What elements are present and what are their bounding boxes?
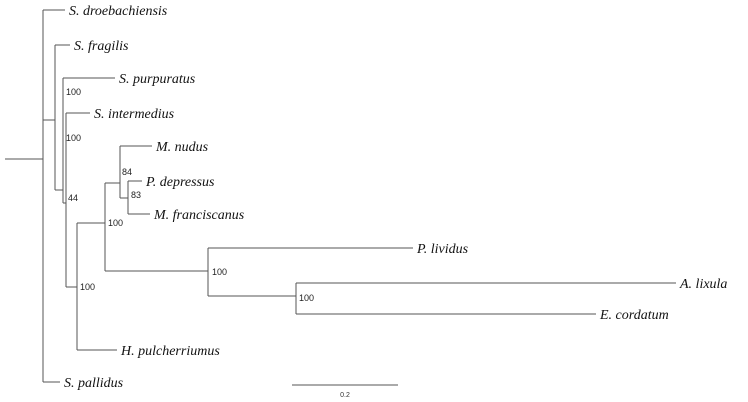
taxon-h-pulcherriumus: H. pulcherriumus	[120, 344, 220, 359]
taxon-labels: S. droebachiensis S. fragilis S. purpura…	[64, 4, 727, 391]
taxon-e-cordatum: E. cordatum	[599, 308, 669, 323]
taxon-s-pallidus: S. pallidus	[64, 376, 124, 391]
support-purpuratus-node: 100	[66, 87, 81, 97]
support-hpulch-node: 100	[80, 282, 95, 292]
taxon-m-nudus: M. nudus	[155, 140, 209, 155]
support-lixula-node: 100	[299, 293, 314, 303]
taxon-p-lividus: P. lividus	[416, 242, 469, 257]
scale-bar: 0.2	[292, 384, 398, 399]
taxon-s-droebachiensis: S. droebachiensis	[69, 4, 168, 19]
taxon-p-depressus: P. depressus	[145, 175, 215, 190]
taxon-s-purpuratus: S. purpuratus	[119, 72, 196, 87]
taxon-m-franciscanus: M. franciscanus	[153, 208, 245, 223]
scale-bar-label: 0.2	[340, 392, 350, 399]
taxon-s-fragilis: S. fragilis	[74, 39, 129, 54]
support-clade-node: 100	[108, 218, 123, 228]
support-intermedius-node: 100	[66, 133, 81, 143]
support-84-node: 84	[122, 167, 132, 177]
support-83-node: 83	[131, 190, 141, 200]
support-values: 100 100 44 84 83 100 100 100 100	[66, 87, 314, 303]
taxon-s-intermedius: S. intermedius	[94, 107, 175, 122]
support-lividus-node: 100	[212, 267, 227, 277]
taxon-a-lixula: A. lixula	[679, 277, 727, 292]
branches	[5, 9, 676, 383]
support-44-node: 44	[68, 193, 78, 203]
